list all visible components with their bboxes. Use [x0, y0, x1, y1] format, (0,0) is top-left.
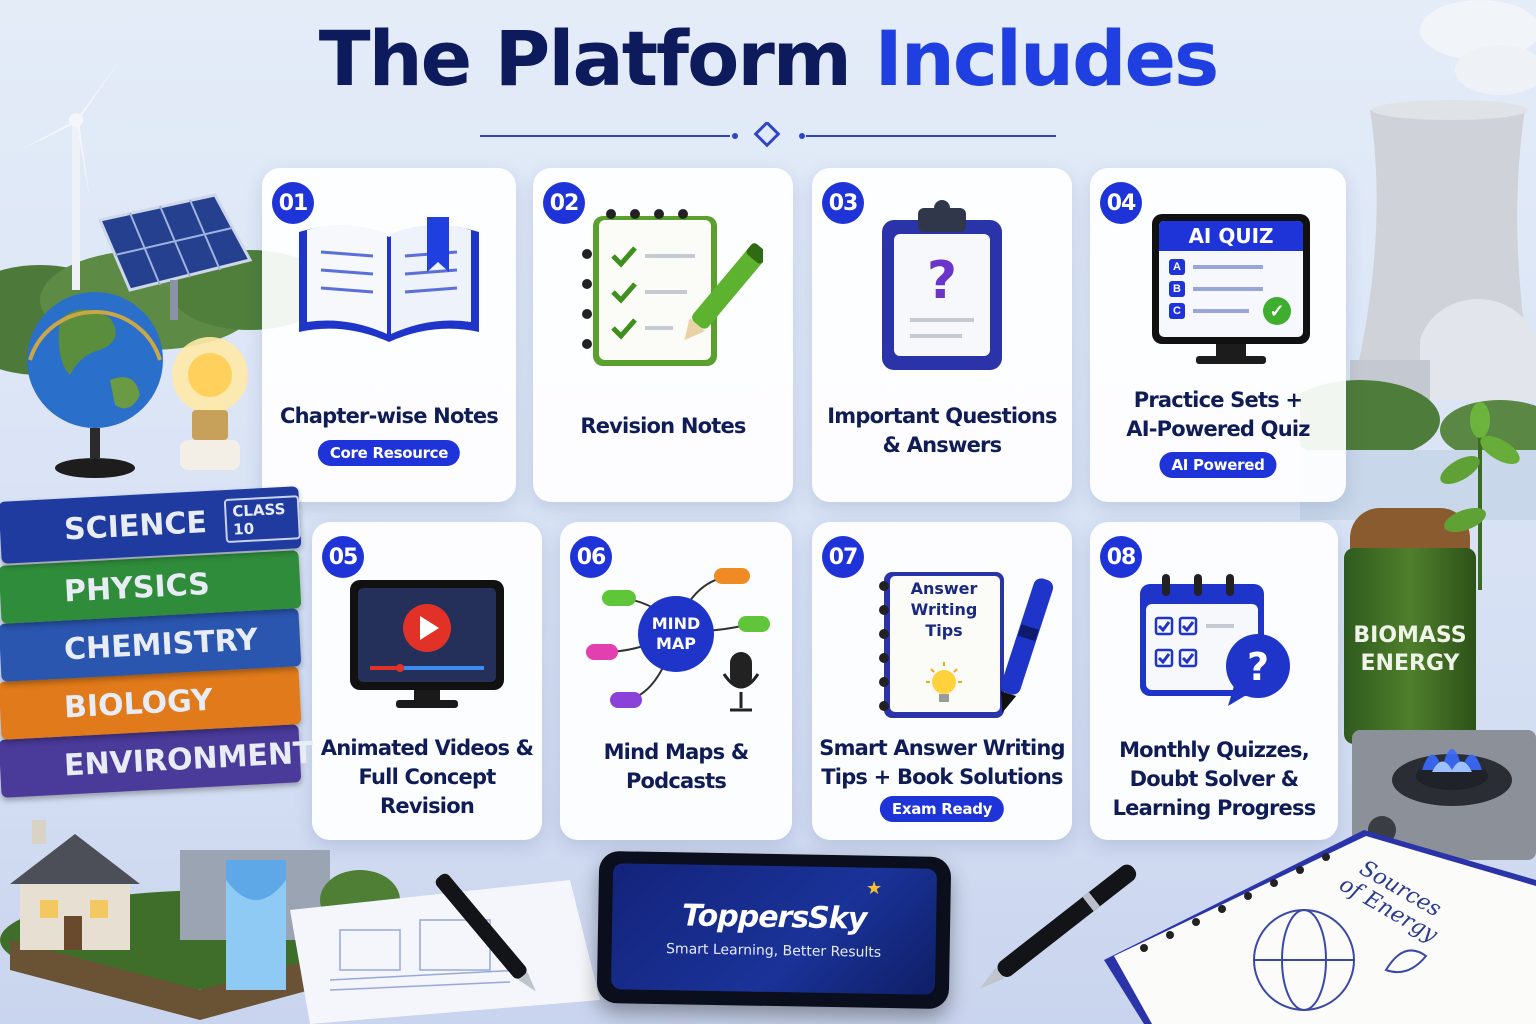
card-label-line1: Animated Videos & — [320, 736, 534, 760]
card-label: Important Questions & Answers — [816, 402, 1068, 460]
video-monitor-icon — [350, 580, 504, 708]
feature-card-04[interactable]: 04 AI QUIZ A B C ✓ Practice Sets + AI-Po… — [1090, 168, 1346, 502]
gas-burner-icon — [1352, 730, 1536, 860]
plant-icon — [1440, 402, 1520, 590]
title-part-main: The Platform — [318, 14, 852, 103]
card-label-line2: Full Concept Revision — [358, 765, 497, 818]
card-label: Revision Notes — [580, 414, 746, 438]
feature-card-05[interactable]: 05 Animated Videos & Full Concept Revisi… — [312, 522, 542, 840]
star-icon: ★ — [866, 878, 883, 898]
card-number: 03 — [822, 182, 864, 224]
feature-card-08[interactable]: 08 ? Monthly Quizzes, Doubt Solver & Lea… — [1090, 522, 1338, 840]
card-label-line1: Monthly Quizzes, — [1119, 738, 1310, 762]
globe-icon — [27, 292, 163, 478]
option-c: C — [1169, 303, 1185, 319]
mind-map-text-line1: MIND — [651, 614, 701, 633]
book-chemistry-label: CHEMISTRY — [63, 621, 259, 667]
card-number: 07 — [822, 536, 864, 578]
svg-text:?: ? — [1247, 645, 1269, 689]
biomass-line2: ENERGY — [1360, 651, 1460, 676]
card-number: 04 — [1100, 182, 1142, 224]
feature-card-06[interactable]: 06 MIND MAP Mind Maps & Podcasts — [560, 522, 792, 840]
ai-quiz-monitor-icon: AI QUIZ A B C ✓ — [1152, 214, 1310, 364]
option-b: B — [1169, 281, 1185, 297]
solar-panel-icon — [97, 193, 253, 320]
calendar-quiz-icon: ? — [1140, 574, 1290, 706]
card-label-line2: & Answers — [882, 433, 1002, 457]
option-a: A — [1169, 259, 1185, 275]
open-book-icon — [299, 217, 479, 342]
pen-icon — [980, 864, 1137, 989]
card-label: Chapter-wise Notes — [280, 404, 499, 428]
card-label-line1: Important Questions — [827, 404, 1057, 428]
answer-writing-notebook-icon: Answer Writing Tips — [874, 566, 1054, 726]
feature-card-07[interactable]: 07 Answer Writing Tips Smart Answer Writ… — [812, 522, 1072, 840]
card-label-line2: Tips + Book Solutions — [821, 765, 1063, 789]
card-label-line2: Doubt Solver & — [1129, 767, 1299, 791]
feature-card-02[interactable]: 02 Revision Notes — [533, 168, 793, 502]
book-physics-label: PHYSICS — [63, 566, 211, 609]
biomass-can: BIOMASS ENERGY — [1344, 508, 1484, 744]
biomass-line1: BIOMASS — [1353, 623, 1467, 648]
card-label-line2: Podcasts — [625, 769, 727, 793]
book-stack: ENVIRONMENT BIOLOGY CHEMISTRY PHYSICS SC… — [0, 456, 314, 798]
note-line3: Tips — [925, 621, 963, 640]
card-number: 02 — [543, 182, 585, 224]
book-science-label: SCIENCE — [63, 504, 208, 547]
feature-card-03[interactable]: 03 ? Important Questions & Answers — [812, 168, 1072, 502]
card-label: Smart Answer Writing Tips + Book Solutio… — [816, 734, 1068, 792]
card-number: 08 — [1100, 536, 1142, 578]
scenery-right — [1300, 0, 1536, 520]
light-bulb-icon — [172, 337, 248, 470]
black-pen-icon — [435, 873, 536, 992]
mind-map-text-line2: MAP — [655, 634, 697, 653]
page-title: The Platform Includes — [0, 14, 1536, 103]
clipboard-question-icon: ? — [882, 200, 1002, 370]
card-label-line1: Practice Sets + — [1133, 388, 1303, 412]
ai-quiz-title: AI QUIZ — [1159, 221, 1303, 251]
checklist-notepad-icon — [582, 209, 763, 366]
toppersky-tablet: ToppersSky Smart Learning, Better Result… — [596, 850, 952, 1010]
card-label: Animated Videos & Full Concept Revision — [316, 734, 538, 821]
feature-card-01[interactable]: 01 Chapter-wise Notes Core Resource — [262, 168, 516, 502]
badge-ai-powered: AI Powered — [1159, 452, 1277, 478]
card-label: Monthly Quizzes, Doubt Solver & Learning… — [1094, 736, 1334, 823]
book-environment-label: ENVIRONMENT — [63, 734, 315, 783]
blueprint-notebook — [290, 873, 600, 1024]
card-label: Mind Maps & Podcasts — [564, 738, 788, 796]
card-label: Practice Sets + AI-Powered Quiz — [1094, 386, 1342, 444]
house-icon — [10, 820, 140, 950]
note-line2: Writing — [910, 600, 978, 619]
note-line1: Answer — [910, 579, 978, 598]
card-label-line3: Learning Progress — [1112, 796, 1317, 820]
blue-pen-icon — [1000, 578, 1054, 713]
badge-exam-ready: Exam Ready — [879, 796, 1005, 822]
green-pen-icon — [684, 243, 763, 340]
svg-text:?: ? — [927, 251, 957, 311]
mind-map-icon: MIND MAP — [580, 562, 780, 722]
brand-tagline: Smart Learning, Better Results — [665, 940, 882, 961]
card-label-line2: AI-Powered Quiz — [1126, 417, 1310, 441]
scenery-left — [0, 60, 320, 478]
wind-turbine-icon — [72, 120, 80, 290]
title-divider — [480, 122, 1056, 148]
check-icon: ✓ — [1263, 297, 1291, 325]
card-number: 05 — [322, 536, 364, 578]
sources-of-energy-notebook: Sources of Energy — [1104, 820, 1536, 1024]
card-label-line1: Mind Maps & — [603, 740, 750, 764]
badge-core-resource: Core Resource — [317, 440, 461, 466]
card-number: 01 — [272, 182, 314, 224]
title-part-accent: Includes — [874, 14, 1219, 103]
globe-sketch-icon — [1253, 909, 1428, 1011]
book-biology-label: BIOLOGY — [63, 682, 214, 725]
card-number: 06 — [570, 536, 612, 578]
book-class-label: CLASS 10 — [223, 495, 301, 544]
card-label-line1: Smart Answer Writing — [819, 736, 1065, 760]
brand-logo-text: ToppersSky — [681, 897, 867, 937]
